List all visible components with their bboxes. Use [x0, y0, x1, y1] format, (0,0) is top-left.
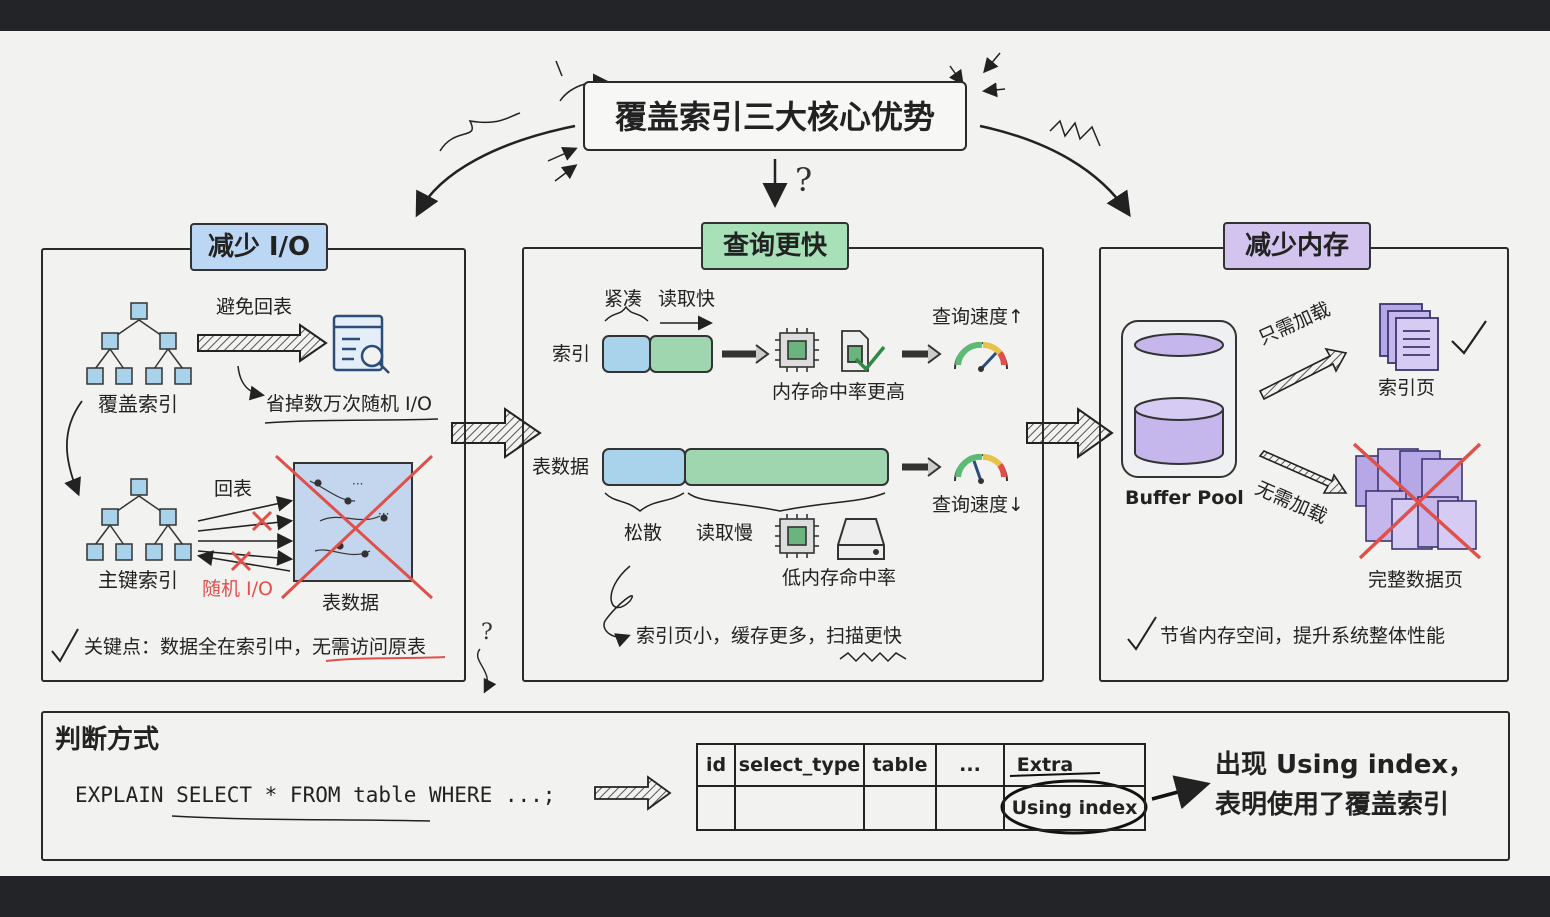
label-lookup: 回表	[214, 478, 253, 500]
label-index: 索引	[552, 343, 591, 365]
covering-index-tree-icon	[86, 302, 192, 385]
cell-using-index: Using index	[1011, 797, 1138, 819]
label-save-io: 省掉数万次随机 I/O	[266, 393, 432, 415]
explain-table: id select_type table ... Extra Using ind…	[696, 743, 1146, 831]
label-full-pages: 完整数据页	[1368, 569, 1464, 591]
speed-summary: 索引页小，缓存更多，扫描更快	[636, 625, 903, 647]
label-read-fast: 读取快	[658, 288, 716, 310]
header-extra: Extra	[1016, 754, 1074, 776]
label-primary-index: 主键索引	[98, 568, 178, 592]
label-buffer-pool: Buffer Pool	[1125, 487, 1244, 509]
table-bar-green	[684, 448, 889, 486]
document-search-icon	[332, 314, 390, 374]
panel-judge	[41, 711, 1510, 861]
gauge-fast-icon	[954, 341, 1008, 372]
key-point-prefix: 关键点：数据全在索引中，	[84, 636, 313, 658]
page-title: 覆盖索引三大核心优势	[614, 98, 935, 136]
key-point: 关键点：数据全在索引中，无需访问原表	[84, 638, 426, 657]
tag-reduce-io: 减少 I/O	[190, 223, 328, 271]
index-bar-green	[649, 335, 713, 373]
index-pages-icon	[1379, 303, 1439, 371]
label-compact: 紧凑	[604, 288, 643, 310]
red-cross-icon	[230, 454, 434, 600]
conclusion-line-2: 表明使用了覆盖索引	[1215, 790, 1450, 820]
panel-arrow-2	[1026, 407, 1114, 459]
database-cylinder-icon	[1134, 397, 1224, 421]
judge-title: 判断方式	[55, 725, 160, 755]
cpu-low-icon	[775, 514, 819, 558]
bottom-bar	[0, 876, 1550, 917]
label-hit-low: 低内存命中率	[782, 567, 897, 589]
header-table: table	[872, 754, 928, 776]
memory-summary: 节省内存空间，提升系统整体性能	[1160, 625, 1446, 647]
top-bar	[0, 0, 1550, 31]
hard-disk-icon	[837, 518, 885, 560]
label-avoid-lookup: 避免回表	[216, 296, 293, 318]
label-loose: 松散	[624, 522, 663, 544]
label-table-data-row: 表数据	[532, 456, 590, 478]
label-speed-down: 查询速度↓	[932, 494, 1024, 516]
question-mark: ?	[795, 161, 812, 199]
diagram-artwork: ?	[51, 52, 1487, 835]
header-id: id	[705, 754, 727, 776]
tree-to-tree-arrow	[64, 400, 83, 497]
label-table-data: 表数据	[322, 592, 380, 614]
tag-reduce-memory: 减少内存	[1223, 222, 1371, 270]
label-read-slow: 读取慢	[696, 522, 754, 544]
using-index-circle	[1000, 779, 1148, 835]
svg-text:···: ···	[352, 477, 363, 491]
gauge-slow-icon	[954, 453, 1008, 484]
sql-statement: EXPLAIN SELECT * FROM table WHERE ...;	[75, 783, 556, 807]
memory-card-check-icon	[841, 330, 886, 372]
conclusion-arrow	[1151, 775, 1211, 810]
check-index-icon	[1451, 320, 1487, 355]
svg-text:···: ···	[378, 507, 389, 521]
diagram-canvas: ?	[0, 31, 1550, 876]
conclusion-line-1: 出现 Using index，	[1215, 750, 1475, 780]
sql-arrow	[594, 775, 672, 811]
svg-text:?: ?	[481, 620, 493, 645]
tag-faster-query: 查询更快	[701, 222, 849, 270]
header-ellipsis: ...	[959, 754, 981, 776]
key-point-emphasis: 无需访问原表	[312, 636, 427, 658]
label-random-io: 随机 I/O	[202, 578, 273, 600]
header-select-type: select_type	[738, 754, 861, 776]
label-speed-up: 查询速度↑	[932, 306, 1024, 328]
label-covering-index: 覆盖索引	[98, 392, 178, 416]
title-curved-arrows	[415, 52, 1131, 218]
label-hit-high: 内存命中率更高	[772, 381, 906, 403]
lookup-arrows	[196, 495, 294, 572]
primary-index-tree-icon	[86, 478, 192, 561]
title-box: 覆盖索引三大核心优势	[583, 81, 967, 151]
avoid-lookup-arrow	[197, 323, 328, 363]
check-memory-icon	[1127, 616, 1157, 651]
label-index-pages: 索引页	[1378, 377, 1436, 399]
red-cross-pages-icon	[1352, 442, 1482, 560]
check-icon	[51, 628, 79, 663]
cpu-icon	[775, 328, 819, 372]
